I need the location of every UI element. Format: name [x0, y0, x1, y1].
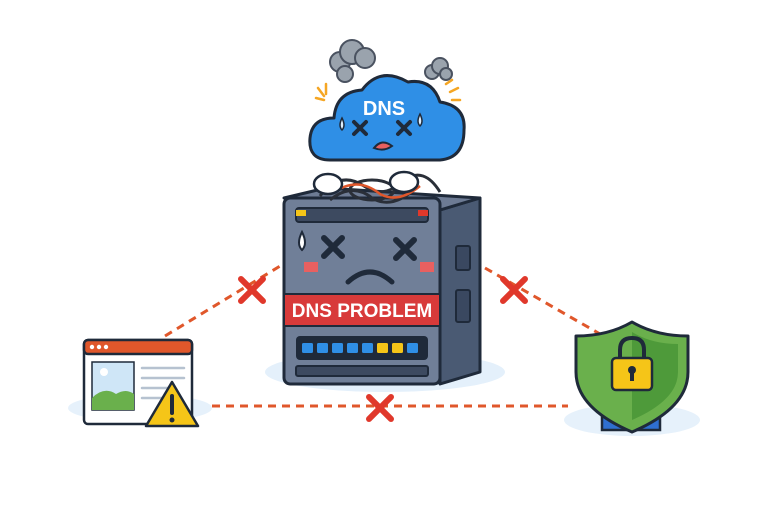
- browser-window-icon: [82, 338, 194, 426]
- problem-banner-label: DNS PROBLEM: [292, 301, 432, 322]
- tear-drop-icon: [417, 112, 423, 128]
- cloud-body: [308, 74, 466, 162]
- server-indicator: [418, 210, 428, 216]
- window-dot: [96, 344, 102, 350]
- server-vent: [455, 289, 471, 323]
- cloud-dot: [100, 368, 108, 376]
- tangled-cables: [333, 183, 421, 199]
- keyhole-slot: [630, 372, 634, 381]
- smoke-icon: [424, 57, 453, 81]
- red-x-icon: [366, 394, 394, 422]
- warning-triangle-icon: [144, 380, 200, 428]
- server-indicator: [296, 210, 306, 216]
- led-light: [332, 343, 343, 353]
- led-light: [317, 343, 328, 353]
- led-light: [392, 343, 403, 353]
- cloud-label: DNS: [363, 98, 405, 120]
- spark-icon: [444, 78, 462, 102]
- server-bottom-slot: [295, 365, 429, 377]
- problem-banner: [283, 293, 441, 327]
- padlock-shackle: [618, 335, 646, 360]
- cheek: [420, 262, 434, 272]
- sad-server-icon: DNS PROBLEM: [282, 186, 482, 386]
- cheek: [304, 262, 318, 272]
- led-light: [302, 343, 313, 353]
- security-shield-lock-icon: [574, 320, 690, 434]
- red-x-icon: [238, 276, 266, 304]
- spark-icon: [314, 82, 328, 102]
- worried-mouth: [372, 141, 394, 151]
- landscape-hills: [92, 390, 134, 410]
- red-x-icon: [500, 276, 528, 304]
- dead-eye-icon: [393, 237, 417, 261]
- led-light: [377, 343, 388, 353]
- dead-eye-icon: [321, 235, 345, 259]
- server-top-slot: [295, 207, 429, 223]
- text-lines: [140, 366, 186, 400]
- right-hand: [388, 170, 420, 194]
- window-dot: [89, 344, 95, 350]
- dead-eye-icon: [352, 120, 368, 136]
- connection-lines: [164, 258, 601, 408]
- connection-browser-server: [164, 258, 291, 338]
- sad-cloud-icon: DNS: [308, 39, 466, 204]
- smoke-icon: [329, 39, 376, 83]
- dead-eye-icon: [396, 120, 412, 136]
- tear-drop-icon: [339, 116, 345, 132]
- led-light: [362, 343, 373, 353]
- frown-mouth: [345, 269, 395, 285]
- led-light: [347, 343, 358, 353]
- left-hand: [312, 172, 344, 196]
- sweat-drop-icon: [298, 229, 306, 252]
- browser-title-bar: [82, 338, 194, 356]
- window-dot: [103, 344, 109, 350]
- led-light: [407, 343, 418, 353]
- server-vent: [455, 245, 471, 271]
- led-strip: [302, 343, 418, 353]
